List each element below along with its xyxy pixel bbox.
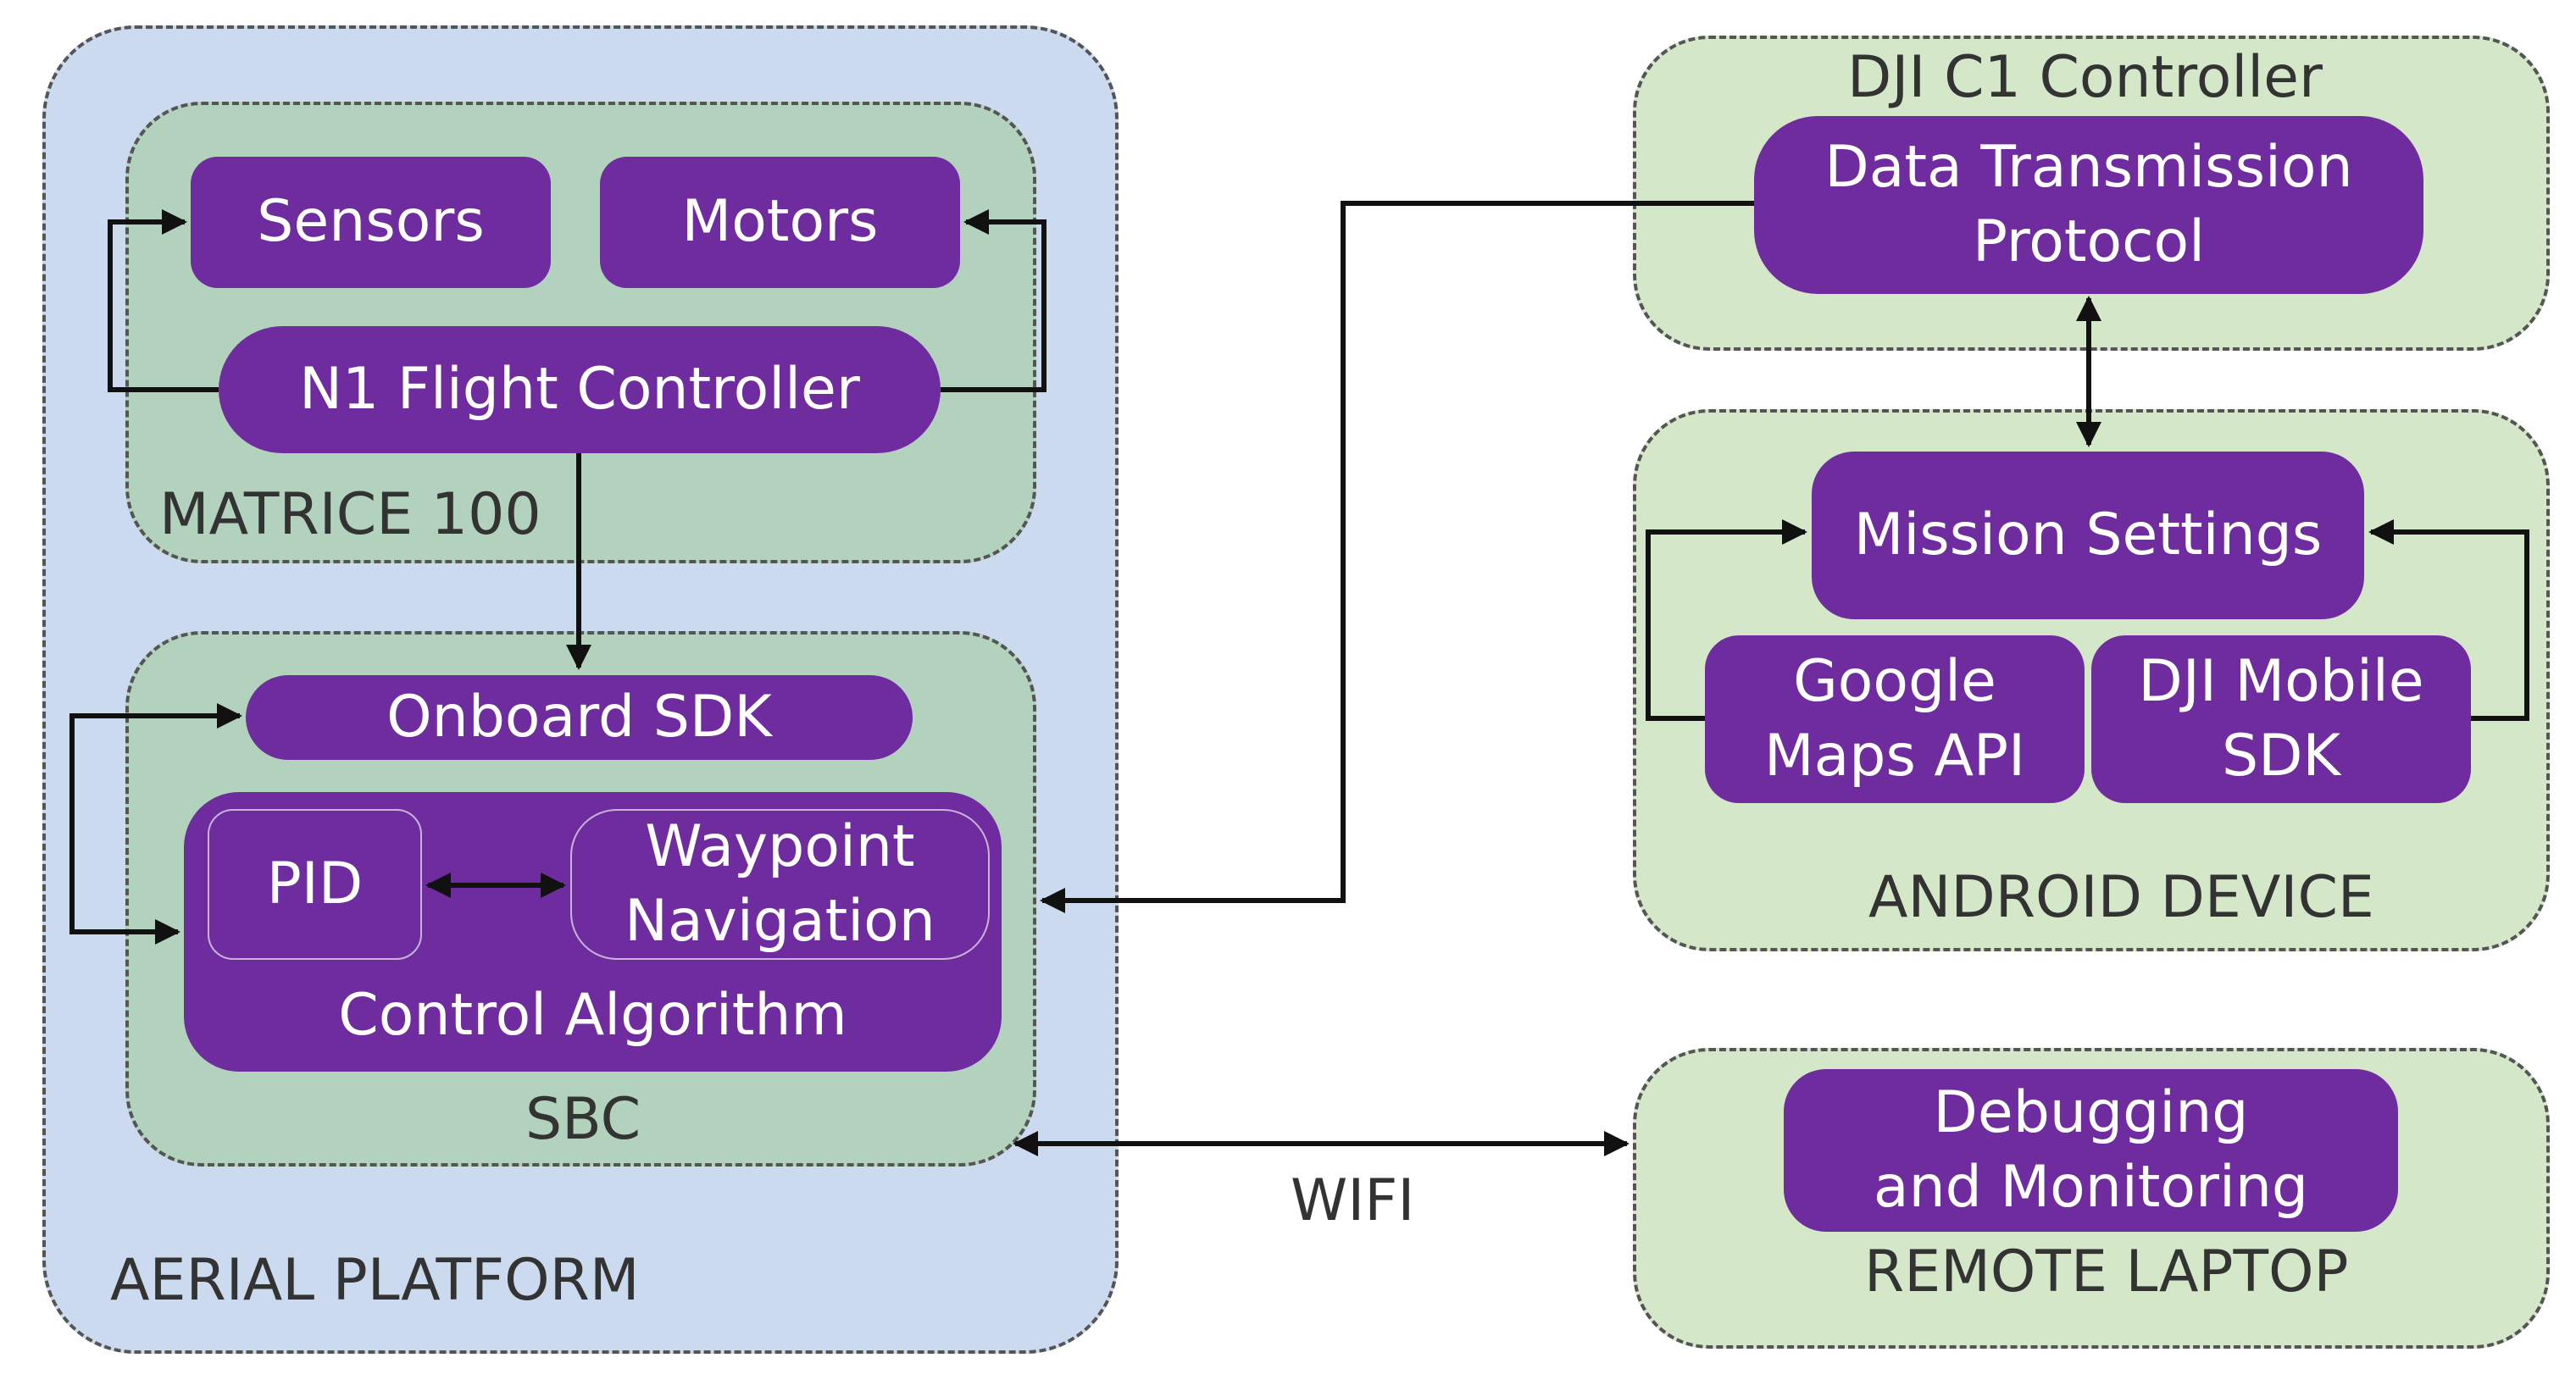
dji-mobile-sdk-node: DJI Mobile SDK xyxy=(2091,635,2471,803)
google-maps-node: Google Maps API xyxy=(1705,635,2085,803)
djisdk-to-mission-arrow xyxy=(2368,519,2529,721)
flight-controller-label: N1 Flight Controller xyxy=(299,355,860,423)
mission-settings-node: Mission Settings xyxy=(1812,452,2364,619)
matrice-label: MATRICE 100 xyxy=(159,481,541,548)
android-device-label: ANDROID DEVICE xyxy=(1868,864,2374,931)
motors-label: Motors xyxy=(681,188,879,256)
control-algorithm-label: Control Algorithm xyxy=(338,981,847,1049)
motors-node: Motors xyxy=(600,157,960,288)
sbc-label: SBC xyxy=(525,1086,641,1153)
fc-to-motors-arrow xyxy=(941,209,1046,392)
aerial-platform-label: AERIAL PLATFORM xyxy=(110,1247,640,1314)
sdk-control-loop-arrow xyxy=(69,703,242,945)
sensors-node: Sensors xyxy=(191,157,551,288)
onboard-sdk-label: Onboard SDK xyxy=(386,683,772,751)
pid-label: PID xyxy=(266,850,364,917)
google-maps-label: Google Maps API xyxy=(1763,647,2026,790)
protocol-to-sbc-arrow xyxy=(1040,201,1754,913)
dji-mobile-sdk-label: DJI Mobile SDK xyxy=(2138,647,2424,790)
sensors-label: Sensors xyxy=(257,188,485,256)
mission-settings-label: Mission Settings xyxy=(1853,501,2323,568)
onboard-sdk-node: Onboard SDK xyxy=(246,675,913,760)
waypoint-node: Waypoint Navigation xyxy=(570,809,990,960)
waypoint-label: Waypoint Navigation xyxy=(625,812,935,955)
pid-node: PID xyxy=(208,809,422,960)
fc-to-sensors-arrow xyxy=(108,209,219,392)
remote-laptop-label: REMOTE LAPTOP xyxy=(1864,1239,2349,1305)
debugging-node: Debugging and Monitoring xyxy=(1784,1069,2398,1232)
dji-controller-label: DJI C1 Controller xyxy=(1847,44,2323,111)
debugging-label: Debugging and Monitoring xyxy=(1873,1078,2309,1221)
flight-controller-node: N1 Flight Controller xyxy=(219,326,941,453)
protocol-label: Data Transmission Protocol xyxy=(1824,133,2353,275)
wifi-label: WIFI xyxy=(1291,1167,1415,1234)
protocol-node: Data Transmission Protocol xyxy=(1754,116,2423,294)
maps-to-mission-arrow xyxy=(1646,519,1807,721)
